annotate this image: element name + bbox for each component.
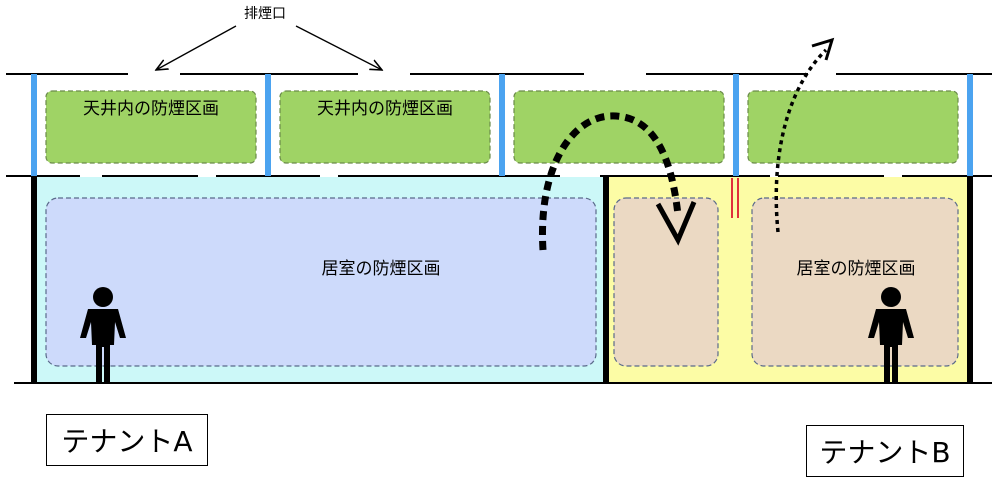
exhaust-arrow-right — [295, 25, 382, 70]
smoke-flow-arrow-large — [538, 112, 682, 251]
tenant-a-label: テナントA — [46, 414, 208, 466]
smoke-flow-arrowhead-large — [655, 201, 697, 246]
room-zone-b1 — [613, 197, 719, 367]
tenant-b-label: テナントB — [806, 425, 964, 477]
ceiling-zone-1 — [45, 90, 257, 164]
exhaust-label: 排煙口 — [244, 6, 286, 22]
room-zone-label-a: 居室の防煙区画 — [322, 259, 441, 279]
red-partition-mark — [731, 178, 739, 218]
person-icon-right — [868, 287, 914, 384]
person-icon-left — [80, 287, 126, 384]
ceiling-zone-label-1: 天井内の防煙区画 — [83, 99, 219, 119]
ceiling-zone-2 — [279, 90, 491, 164]
ceiling-zone-4 — [747, 90, 959, 164]
ceiling-zone-3 — [513, 90, 725, 164]
room-zone-a — [45, 197, 597, 367]
ceiling-zone-label-2: 天井内の防煙区画 — [317, 99, 453, 119]
exhaust-arrow-left — [156, 25, 237, 70]
walls — [31, 176, 973, 383]
room-zone-b2 — [751, 197, 959, 367]
room-zone-label-b: 居室の防煙区画 — [797, 259, 916, 279]
ceiling-columns — [31, 74, 973, 176]
smoke-flow-arrowhead-small — [811, 37, 835, 61]
